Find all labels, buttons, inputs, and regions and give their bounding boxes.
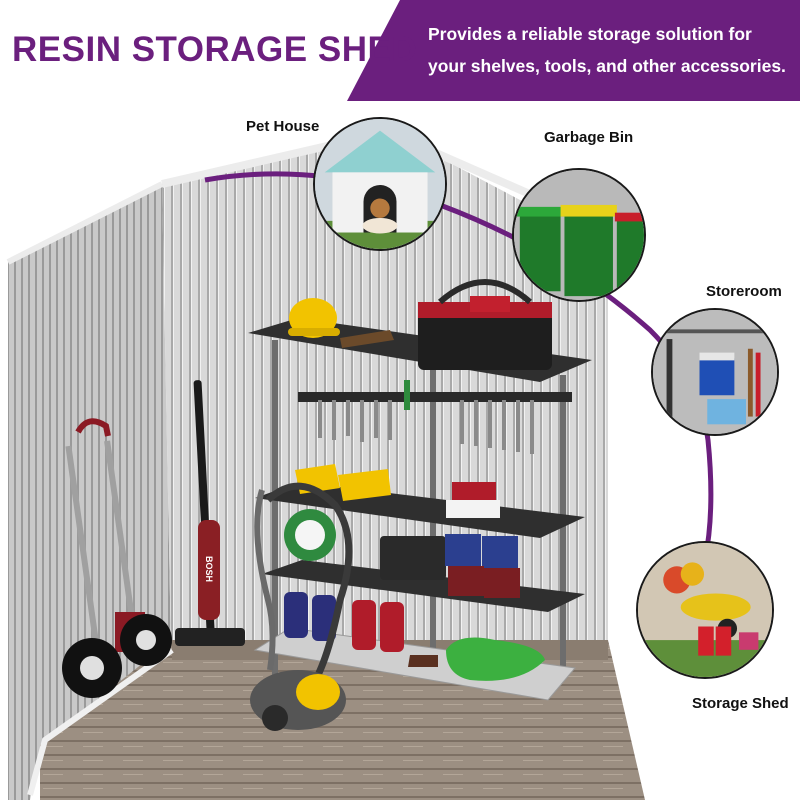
callout-label-storeroom: Storeroom	[706, 283, 782, 300]
callout-label-storage-shed: Storage Shed	[692, 695, 789, 712]
pet-house-bubble	[313, 117, 447, 251]
header-banner	[347, 0, 800, 101]
storeroom-icon	[653, 310, 777, 434]
callout-label-pet-house: Pet House	[246, 118, 320, 135]
storeroom-bubble	[651, 308, 779, 436]
canister-vacuum	[250, 482, 353, 731]
tool-rail	[298, 392, 572, 402]
garden-shed-icon	[638, 543, 772, 677]
lower-shelf	[262, 560, 585, 612]
tagline-line-1: Provides a reliable storage solution for	[428, 24, 752, 44]
garden-shed-bubble	[636, 541, 774, 679]
vacuum-brand-text: BOSH	[204, 556, 214, 582]
stick-vacuum: BOSH	[175, 380, 245, 646]
header-tagline: Provides a reliable storage solution for…	[428, 18, 798, 82]
hand-truck	[62, 418, 172, 698]
callout-label-garbage-bin: Garbage Bin	[544, 129, 634, 146]
page-title: RESIN STORAGE SHED	[12, 30, 418, 69]
garbage-bin-bubble	[512, 168, 646, 302]
garbage-bin-icon	[514, 170, 644, 300]
pet-house-icon	[315, 119, 445, 249]
tagline-line-2: your shelves, tools, and other accessori…	[428, 56, 786, 76]
middle-shelf	[255, 482, 585, 538]
